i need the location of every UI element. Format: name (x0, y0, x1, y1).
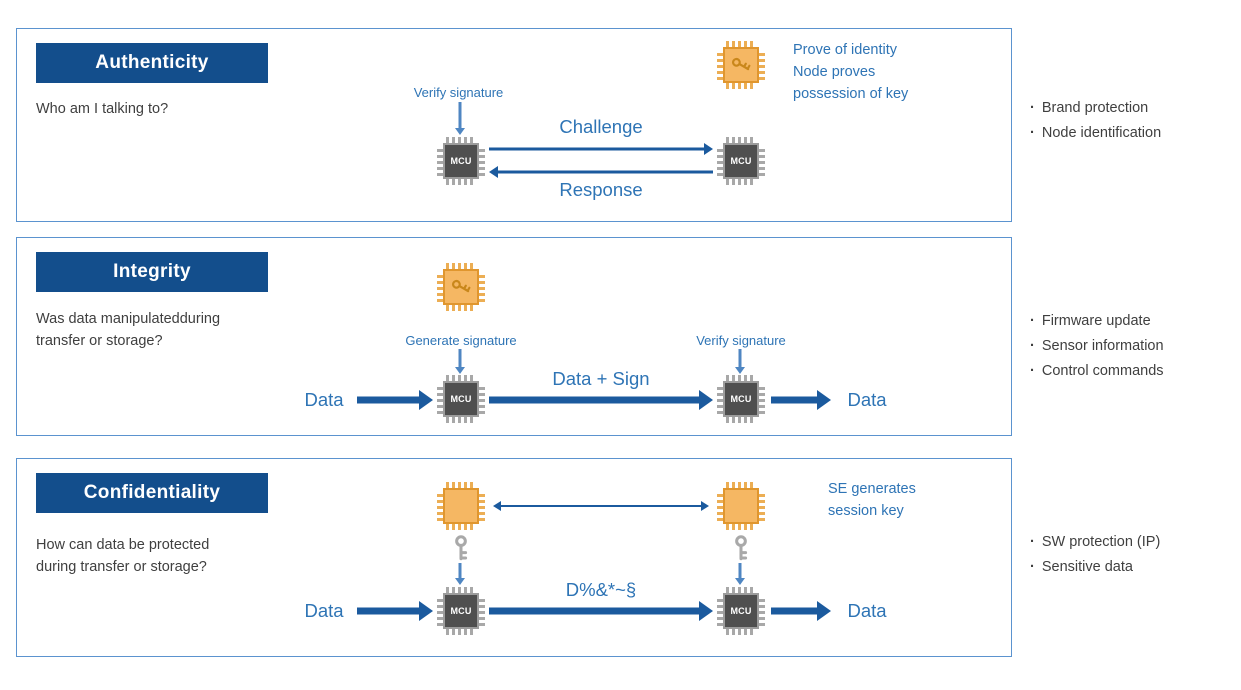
mcu-label: MCU (730, 394, 752, 404)
data-in-arrow-icon (357, 390, 433, 410)
se-generates-label: SE generates session key (828, 481, 916, 519)
response-arrow-icon (489, 165, 713, 179)
bullet-item: Sensor information (1030, 334, 1164, 359)
verify-signature-label: Verify signature (413, 85, 504, 100)
panel-title-authenticity: Authenticity (36, 43, 268, 83)
data-out-label: Data (847, 389, 887, 410)
question-integrity: Was data manipulatedduring transfer or s… (36, 311, 221, 349)
data-sign-arrow-icon (489, 390, 713, 410)
panel-title-integrity: Integrity (36, 252, 268, 292)
prove-identity-label: Prove of identity Node proves possession… (793, 42, 909, 102)
confidentiality-benefits: SW protection (IP) Sensitive data (1030, 530, 1160, 580)
question-authenticity: Who am I talking to? (36, 101, 169, 117)
bullet-item: Node identification (1030, 121, 1161, 146)
mcu-chip-left: MCU (437, 587, 485, 635)
down-arrow-icon (734, 349, 746, 374)
challenge-arrow-icon (489, 142, 713, 156)
mcu-label: MCU (450, 606, 472, 616)
data-in-arrow-icon (357, 601, 433, 621)
mcu-chip-right: MCU (717, 375, 765, 423)
mcu-chip-left: MCU (437, 375, 485, 423)
secure-element-chip-right (717, 482, 765, 530)
bullet-item: Sensitive data (1030, 555, 1160, 580)
encrypted-data-arrow-icon (489, 601, 713, 621)
key-icon-left (448, 535, 474, 561)
secure-element-chip (437, 263, 485, 311)
down-arrow-icon (734, 563, 746, 585)
bullet-item: Firmware update (1030, 309, 1164, 334)
secure-element-chip (717, 41, 765, 89)
mcu-label: MCU (730, 606, 752, 616)
bullet-item: Brand protection (1030, 96, 1161, 121)
question-confidentiality: How can data be protected during transfe… (36, 537, 210, 575)
verify-signature-label: Verify signature (696, 333, 786, 348)
mcu-chip-right: MCU (717, 587, 765, 635)
mcu-label: MCU (450, 394, 472, 404)
mcu-label: MCU (730, 156, 752, 166)
encrypted-data-label: D%&*~§ (565, 579, 637, 600)
mcu-chip-right: MCU (717, 137, 765, 185)
session-key-exchange-arrow-icon (493, 499, 709, 513)
mcu-chip-left: MCU (437, 137, 485, 185)
data-sign-label: Data + Sign (552, 368, 650, 389)
key-icon-right (728, 535, 754, 561)
secure-element-chip-left (437, 482, 485, 530)
down-arrow-icon (454, 349, 466, 374)
key-icon (723, 47, 759, 83)
generate-signature-label: Generate signature (405, 333, 517, 348)
data-in-label: Data (304, 600, 344, 621)
data-out-label: Data (847, 600, 887, 621)
data-out-arrow-icon (771, 601, 831, 621)
bullet-item: Control commands (1030, 359, 1164, 384)
panel-title-confidentiality: Confidentiality (36, 473, 268, 513)
bullet-item: SW protection (IP) (1030, 530, 1160, 555)
down-arrow-icon (454, 563, 466, 585)
key-icon (443, 269, 479, 305)
panel-integrity: Integrity Was data manipulatedduring tra… (16, 237, 1012, 436)
panel-authenticity: Authenticity Who am I talking to? Verify… (16, 28, 1012, 222)
data-out-arrow-icon (771, 390, 831, 410)
integrity-benefits: Firmware update Sensor information Contr… (1030, 309, 1164, 384)
response-label: Response (559, 179, 643, 200)
panel-confidentiality: Confidentiality How can data be protecte… (16, 458, 1012, 657)
mcu-label: MCU (450, 156, 472, 166)
down-arrow-icon (454, 102, 466, 135)
authenticity-benefits: Brand protection Node identification (1030, 96, 1161, 146)
challenge-label: Challenge (559, 116, 643, 137)
data-in-label: Data (304, 389, 344, 410)
